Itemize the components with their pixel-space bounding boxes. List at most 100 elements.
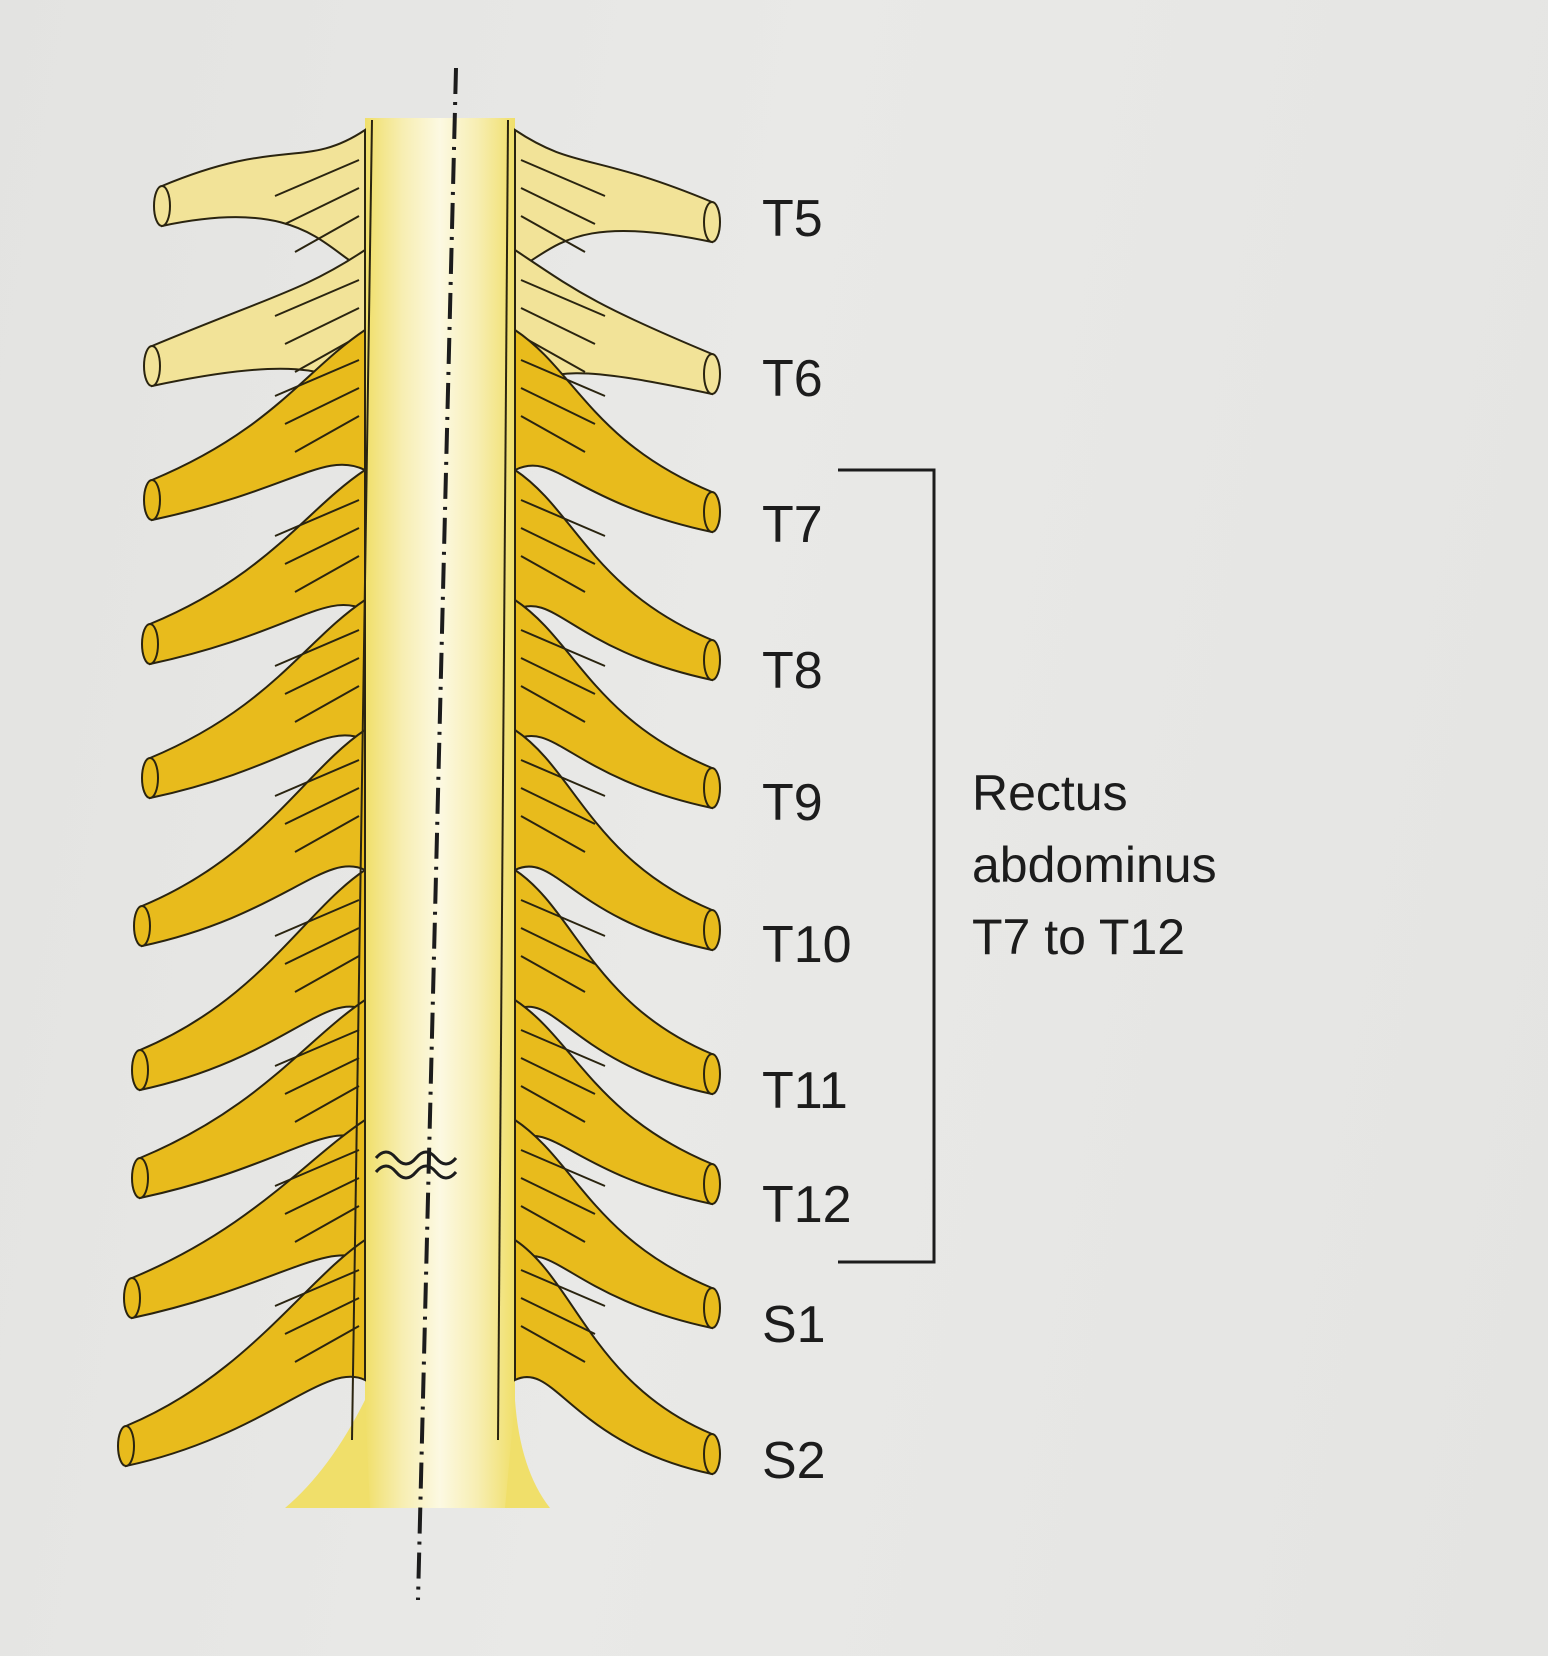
rootlet-right-t12-1 bbox=[520, 1057, 596, 1095]
rootlet-left-t7-2 bbox=[294, 415, 360, 453]
nerve-tip-right-t9 bbox=[703, 767, 721, 809]
nerve-tip-left-t5 bbox=[153, 185, 171, 227]
nerve-tip-left-t11 bbox=[131, 1049, 149, 1091]
nerve-root-t7 bbox=[143, 328, 721, 534]
cord-body bbox=[365, 118, 515, 1508]
rootlet-left-t7-1 bbox=[284, 387, 360, 425]
nerve-label-s2: S2 bbox=[762, 1432, 826, 1490]
rootlet-right-t7-0 bbox=[520, 359, 606, 397]
rootlet-left-t5-0 bbox=[274, 159, 360, 197]
nerve-label-t9: T9 bbox=[762, 774, 823, 832]
rootlet-left-t8-2 bbox=[294, 555, 360, 593]
rootlet-left-t5-2 bbox=[294, 215, 360, 253]
bracket-label-line-2: abdominus bbox=[972, 837, 1217, 893]
rootlet-left-s1-2 bbox=[294, 1205, 360, 1243]
rootlet-right-t11-0 bbox=[520, 899, 606, 937]
nerve-tip-left-s2 bbox=[117, 1425, 135, 1467]
bracket-label-line-1: Rectus bbox=[972, 765, 1128, 821]
nerve-labels-group: T5 T6 T7 T8 T9 T10 T11 T12 S1 S2 bbox=[762, 190, 852, 1490]
rootlet-left-t10-2 bbox=[294, 815, 360, 853]
bracket-label: Rectus abdominus T7 to T12 bbox=[972, 765, 1217, 965]
rootlet-right-t8-2 bbox=[520, 555, 586, 593]
rootlet-left-s2-1 bbox=[284, 1297, 360, 1335]
nerve-root-t11 bbox=[131, 868, 721, 1096]
nerve-tip-left-t10 bbox=[133, 905, 151, 947]
nerve-tip-left-t8 bbox=[141, 623, 159, 665]
nerve-tip-right-t7 bbox=[703, 491, 721, 533]
rootlet-right-t7-2 bbox=[520, 415, 586, 453]
nerve-root-s2 bbox=[117, 1238, 721, 1476]
nerve-tip-left-s1 bbox=[123, 1277, 141, 1319]
rootlet-left-t10-1 bbox=[284, 787, 360, 825]
nerve-tip-left-t7 bbox=[143, 479, 161, 521]
rootlet-right-s2-0 bbox=[520, 1269, 606, 1307]
nerve-label-t10: T10 bbox=[762, 916, 852, 974]
cord-edge-left bbox=[351, 119, 373, 1441]
nerve-tip-right-t8 bbox=[703, 639, 721, 681]
spinal-cord bbox=[285, 118, 550, 1508]
rootlet-left-t10-0 bbox=[274, 759, 360, 797]
rootlet-right-s1-0 bbox=[520, 1149, 606, 1187]
nerve-label-t11: T11 bbox=[762, 1062, 848, 1120]
nerve-label-t6: T6 bbox=[762, 350, 823, 408]
nerve-tip-right-t10 bbox=[703, 909, 721, 951]
rootlet-left-s2-2 bbox=[294, 1325, 360, 1363]
rootlet-right-t7-1 bbox=[520, 387, 596, 425]
rootlet-right-s1-2 bbox=[520, 1205, 586, 1243]
rootlet-left-t6-1 bbox=[284, 307, 360, 345]
rootlet-right-s1-1 bbox=[520, 1177, 596, 1215]
nerve-root-t12 bbox=[131, 998, 721, 1206]
nerve-root-t10 bbox=[133, 728, 721, 952]
nerve-tip-right-t11 bbox=[703, 1053, 721, 1095]
rootlet-left-t12-1 bbox=[284, 1057, 360, 1095]
rootlet-right-s2-1 bbox=[520, 1297, 596, 1335]
rootlet-right-t9-0 bbox=[520, 629, 606, 667]
rootlet-right-t5-1 bbox=[520, 187, 596, 225]
rootlet-right-t6-1 bbox=[520, 307, 596, 345]
rootlet-right-t5-2 bbox=[520, 215, 586, 253]
rootlet-right-t9-1 bbox=[520, 657, 596, 695]
nerve-label-t7: T7 bbox=[762, 496, 823, 554]
rootlet-left-s2-0 bbox=[274, 1269, 360, 1307]
rootlet-right-t10-1 bbox=[520, 787, 596, 825]
rootlet-left-t9-1 bbox=[284, 657, 360, 695]
nerve-root-s1 bbox=[123, 1118, 721, 1330]
nerve-label-s1: S1 bbox=[762, 1296, 826, 1354]
rootlet-left-t9-2 bbox=[294, 685, 360, 723]
rootlet-right-t9-2 bbox=[520, 685, 586, 723]
rootlet-left-t11-0 bbox=[274, 899, 360, 937]
nerve-tip-right-t5 bbox=[703, 201, 721, 243]
rootlet-right-t12-2 bbox=[520, 1085, 586, 1123]
midline-axis bbox=[416, 67, 458, 1601]
rootlet-right-t11-2 bbox=[520, 955, 586, 993]
rootlet-right-t8-0 bbox=[520, 499, 606, 537]
rootlet-left-t12-2 bbox=[294, 1085, 360, 1123]
nerve-label-t5: T5 bbox=[762, 190, 823, 248]
nerve-label-t12: T12 bbox=[762, 1176, 852, 1234]
rootlet-left-t7-0 bbox=[274, 359, 360, 397]
rootlet-right-t5-0 bbox=[520, 159, 606, 197]
rectus-bracket bbox=[838, 468, 936, 1264]
nerve-tip-left-t9 bbox=[141, 757, 159, 799]
nerve-root-t8 bbox=[141, 468, 721, 682]
nerve-tip-right-t12 bbox=[703, 1163, 721, 1205]
bracket-label-line-3: T7 to T12 bbox=[972, 909, 1185, 965]
rootlet-left-t11-1 bbox=[284, 927, 360, 965]
rootlet-left-t8-0 bbox=[274, 499, 360, 537]
rootlet-right-t6-0 bbox=[520, 279, 606, 317]
cord-base-right bbox=[505, 1400, 550, 1508]
rootlet-right-t10-0 bbox=[520, 759, 606, 797]
rootlet-left-s1-1 bbox=[284, 1177, 360, 1215]
rootlet-right-s2-2 bbox=[520, 1325, 586, 1363]
nerve-root-t9 bbox=[141, 598, 721, 810]
rootlet-left-t12-0 bbox=[274, 1029, 360, 1067]
rootlet-right-t10-2 bbox=[520, 815, 586, 853]
rootlet-left-t11-2 bbox=[294, 955, 360, 993]
rootlet-left-t5-1 bbox=[284, 187, 360, 225]
nerve-tip-right-s1 bbox=[703, 1287, 721, 1329]
nerve-tip-left-t6 bbox=[143, 345, 161, 387]
nerve-tip-right-s2 bbox=[703, 1433, 721, 1475]
rootlet-left-s1-0 bbox=[274, 1149, 360, 1187]
